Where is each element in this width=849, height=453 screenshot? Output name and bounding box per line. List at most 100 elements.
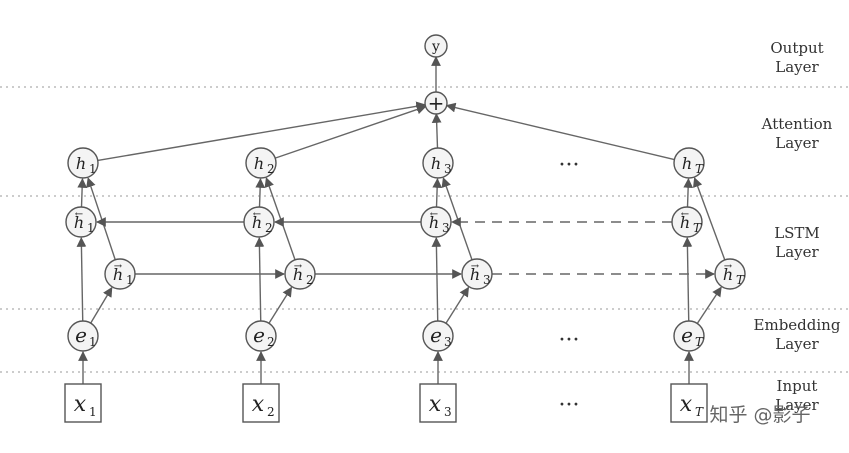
attention-h-circle [673, 147, 705, 179]
attention-h-circle [245, 147, 277, 179]
input-box [242, 383, 280, 423]
attention-h-circle [422, 147, 454, 179]
embedding-e-label: e [253, 323, 265, 347]
edge-embedding-backward [254, 237, 265, 322]
plus-icon: + [428, 91, 445, 115]
embedding-e-subscript: T [695, 335, 704, 349]
backward-h-circle [65, 206, 97, 238]
embedding-layer-label-2: Layer [775, 335, 819, 353]
output-circle [424, 34, 448, 58]
embedding-e-subscript: 2 [267, 335, 275, 349]
embedding-e-circle [67, 320, 99, 352]
input-label: x [74, 392, 87, 417]
backward-h-subscript: T [693, 221, 702, 235]
input-box [64, 383, 102, 423]
forward-h-label: h [723, 265, 733, 284]
forward-h-circle [461, 258, 493, 290]
embedding-layer-label-1: Embedding [754, 316, 841, 334]
embedding-e-circle [245, 320, 277, 352]
backward-h-arrow-icon: ← [253, 209, 261, 220]
forward-h-subscript: 2 [306, 273, 314, 287]
backward-h-arrow-icon: ← [681, 209, 689, 220]
backward-h-circle [243, 206, 275, 238]
backward-h-arrow-icon: ← [430, 209, 438, 220]
embedding-e-subscript: 3 [444, 335, 452, 349]
attention-h-label: h [431, 154, 441, 173]
forward-h-label: h [113, 265, 123, 284]
ellipsis-embedding: ··· [559, 328, 580, 353]
edge-embedding-forward [90, 286, 113, 324]
edge-backward-attention [77, 178, 88, 208]
combine-node: + [424, 91, 448, 115]
backward-h-label: h [74, 213, 84, 232]
backward-h-subscript: 3 [442, 221, 450, 235]
forward-h-arrow-icon: → [114, 261, 123, 272]
output-layer-label-1: Output [770, 39, 823, 57]
forward-h-circle [714, 258, 746, 290]
edge-embedding-backward [682, 237, 693, 322]
input-box [670, 383, 708, 423]
edge-attention-combine [274, 104, 427, 159]
embedding-e-label: e [681, 323, 693, 347]
edge-forward-attention [693, 177, 726, 261]
attention-h-subscript: 2 [267, 162, 275, 176]
output-node: y [424, 34, 448, 58]
forward-h-subscript: T [736, 273, 745, 287]
watermark-text: 知乎 @影子 [709, 404, 810, 426]
attention-h-subscript: 3 [444, 162, 452, 176]
backward-h-subscript: 2 [265, 221, 273, 235]
backward-h-circle [420, 206, 452, 238]
attention-layer-label-2: Layer [775, 134, 819, 152]
embedding-e-label: e [75, 323, 87, 347]
attention-h-label: h [254, 154, 264, 173]
edge-embedding-forward [445, 286, 470, 324]
backward-h-circle [671, 206, 703, 238]
input-subscript: 3 [444, 405, 452, 419]
forward-h-arrow-icon: → [294, 261, 303, 272]
edge-embedding-forward [696, 286, 722, 324]
edge-attention-combine [97, 101, 427, 162]
edge-attention-combine [445, 102, 675, 161]
forward-h-arrow-icon: → [471, 261, 480, 272]
combine-circle [424, 91, 448, 115]
input-box [419, 383, 457, 423]
input-subscript: T [695, 405, 704, 419]
embedding-e-label: e [430, 323, 442, 347]
input-subscript: 1 [89, 405, 97, 419]
output-layer-label-2: Layer [775, 58, 819, 76]
backward-h-label: h [429, 213, 439, 232]
backward-h-subscript: 1 [87, 221, 95, 235]
backward-h-label: h [680, 213, 690, 232]
attention-h-subscript: 1 [89, 162, 97, 176]
edge-backward-attention [683, 178, 694, 208]
input-label: x [429, 392, 442, 417]
forward-h-label: h [293, 265, 303, 284]
backward-h-arrow-icon: ← [75, 209, 83, 220]
edges [76, 56, 726, 384]
forward-h-circle [104, 258, 136, 290]
edge-embedding-forward [268, 286, 293, 324]
attention-h-circle [67, 147, 99, 179]
input-layer-label-2: Layer [775, 396, 819, 414]
attention-h-label: h [682, 154, 692, 173]
edge-backward-attention [432, 178, 443, 208]
